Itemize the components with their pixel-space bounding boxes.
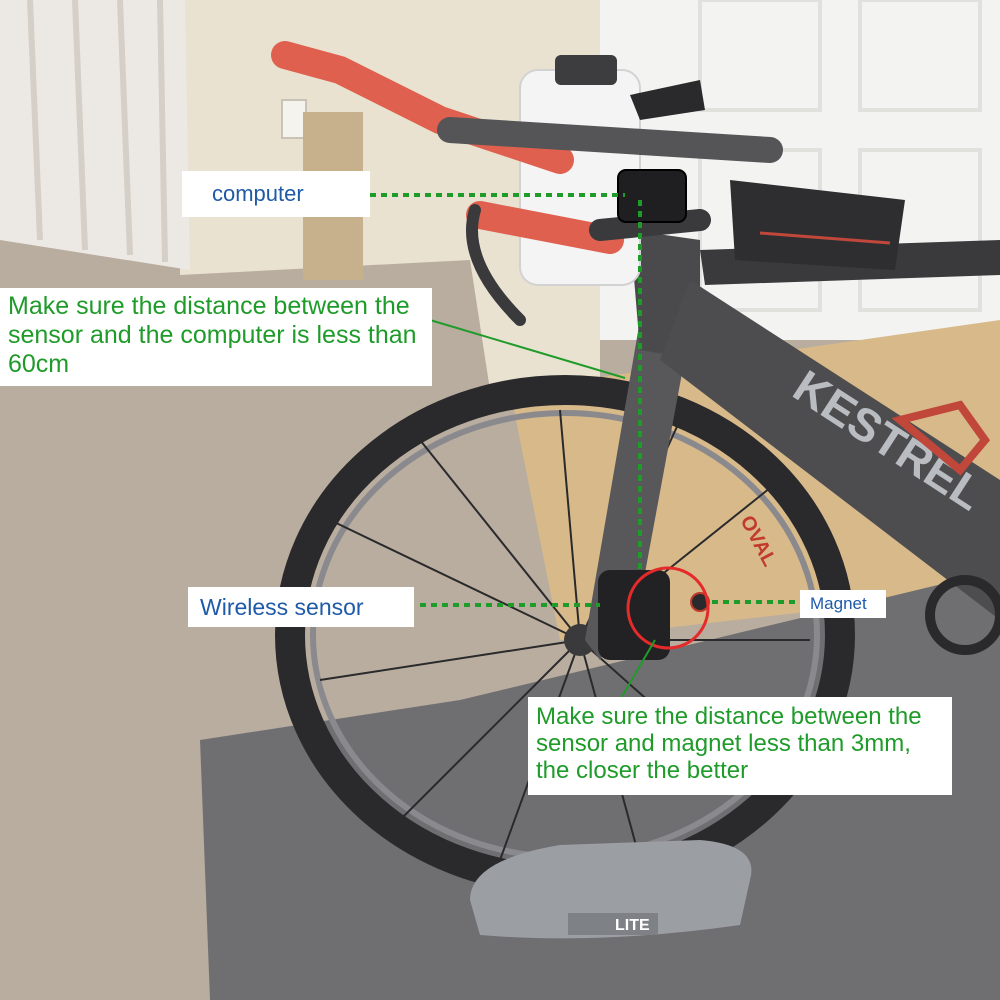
callout-leader-computer-distance <box>429 319 626 379</box>
top-tube-bag <box>730 180 905 270</box>
callout-distance-computer: Make sure the distance between the senso… <box>0 288 432 386</box>
chainring <box>925 575 1000 655</box>
curtain-folds <box>27 0 168 263</box>
bike-computer-device <box>617 169 687 223</box>
callout-wireless-sensor: Wireless sensor <box>188 587 414 627</box>
door-panel <box>698 0 822 112</box>
door-panel <box>858 0 982 112</box>
curtain <box>0 0 190 270</box>
stand-brand-text: LITE <box>615 917 650 934</box>
brake-lever <box>466 204 526 326</box>
wheel-stand <box>470 840 752 939</box>
handlebar-main <box>437 117 783 163</box>
callout-computer: computer <box>182 171 370 217</box>
stem <box>589 209 711 241</box>
magnet-highlight-circle <box>626 566 710 650</box>
aerobar-pads <box>630 80 705 120</box>
bag-stripe <box>759 231 891 245</box>
stand-logo-bg <box>568 913 658 935</box>
bottle-cage <box>891 400 991 476</box>
handlebar-drop <box>466 201 624 254</box>
down-tube <box>660 280 1000 620</box>
callout-lines <box>370 193 800 607</box>
callout-leader-magnet-distance <box>619 639 656 701</box>
wall-outlet <box>281 99 307 139</box>
bottle-cap <box>555 55 617 85</box>
callout-magnet: Magnet <box>800 590 886 618</box>
callout-distance-magnet: Make sure the distance between the senso… <box>528 697 952 795</box>
wireless-sensor-device <box>598 570 670 660</box>
